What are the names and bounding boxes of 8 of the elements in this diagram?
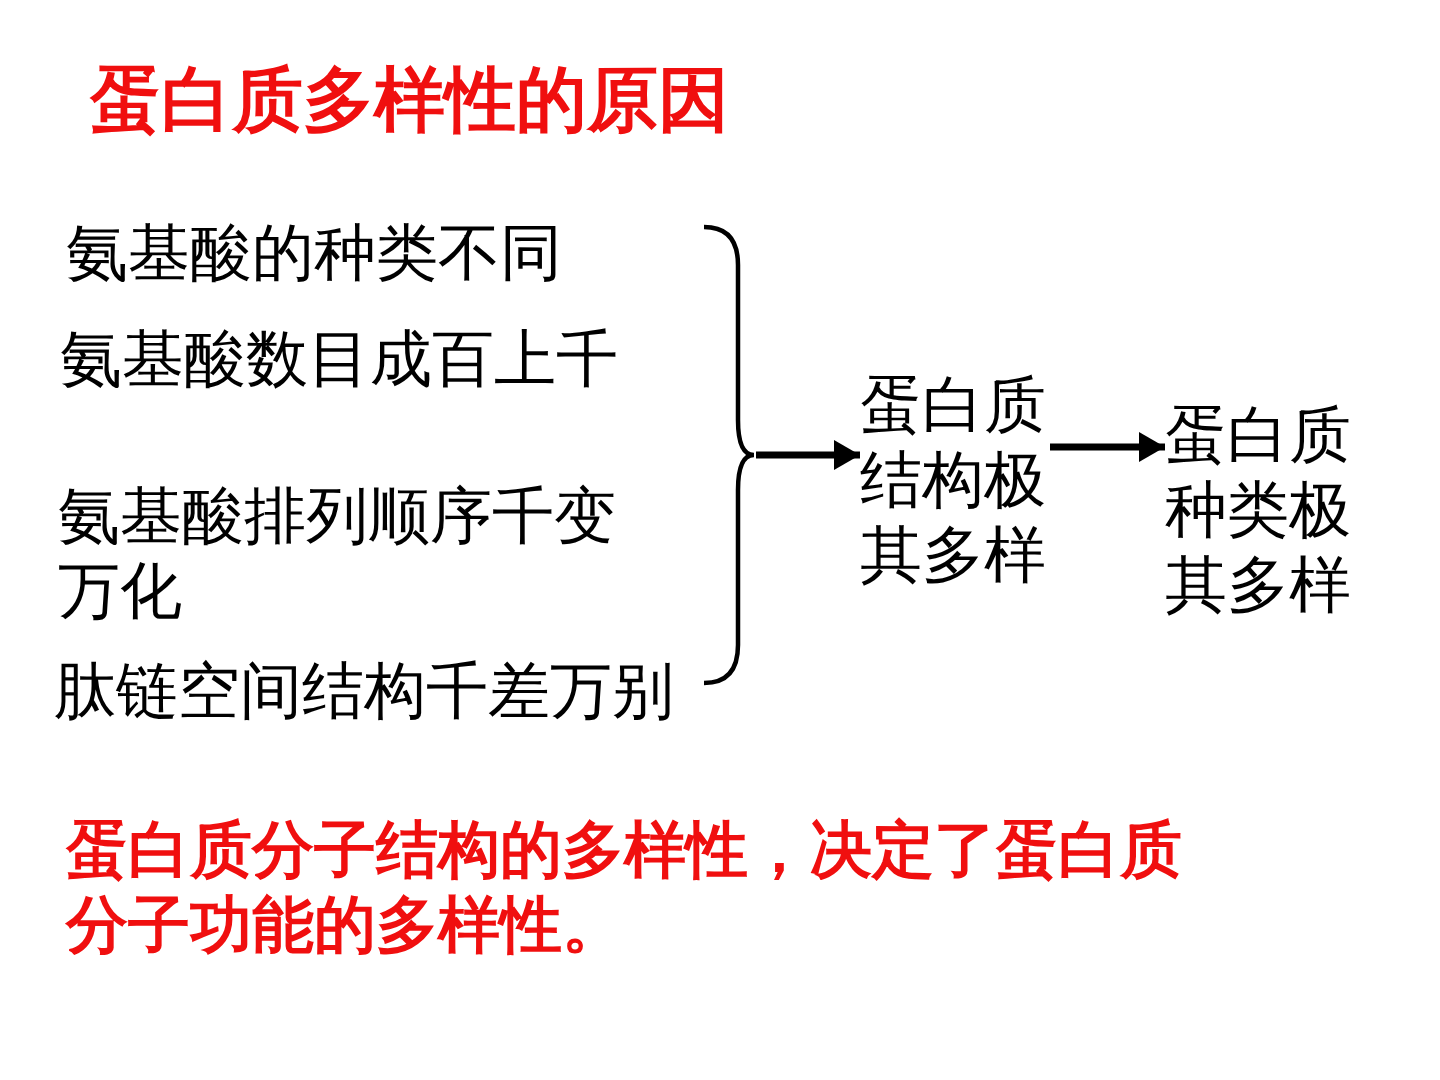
cause-text: 氨基酸的种类不同: [66, 215, 566, 290]
result-text: 蛋白质种类极其多样: [1165, 397, 1355, 622]
cause-text: 肽链空间结构千差万别: [54, 653, 675, 728]
cause-text: 氨基酸数目成百上千: [60, 321, 622, 396]
result-text: 蛋白质结构极其多样: [860, 367, 1050, 592]
title: 蛋白质多样性的原因: [90, 58, 729, 142]
caption-text: 蛋白质分子结构的多样性，决定了蛋白质分子功能的多样性。: [66, 812, 1183, 962]
cause-text: 氨基酸排列顺序千变万化: [58, 478, 620, 628]
